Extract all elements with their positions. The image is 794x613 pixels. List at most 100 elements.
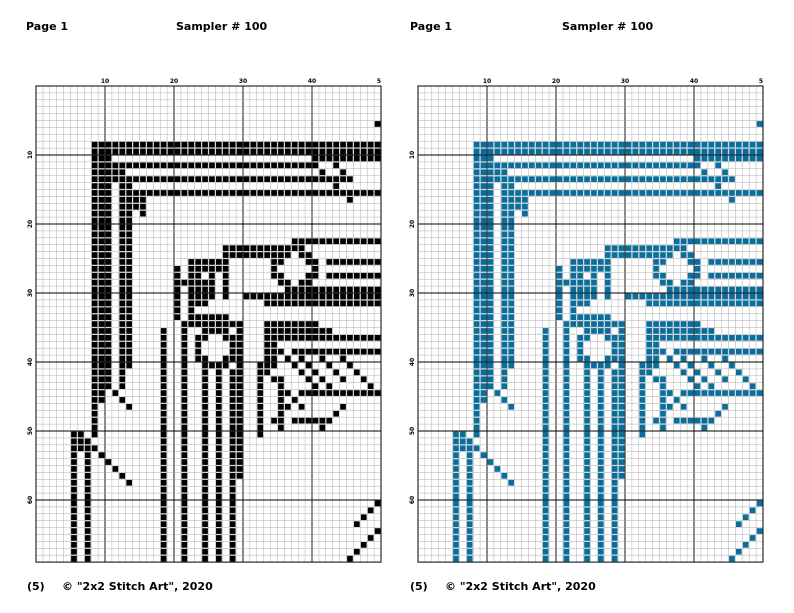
left-stitch-cell bbox=[271, 266, 277, 272]
left-stitch-cell bbox=[119, 272, 126, 279]
right-stitch-cell bbox=[542, 376, 549, 383]
left-stitch-cell bbox=[181, 376, 188, 383]
right-stitch-cell bbox=[611, 486, 618, 493]
left-stitch-cell bbox=[126, 286, 132, 293]
left-stitch-cell bbox=[202, 431, 208, 438]
right-stitch-cell bbox=[660, 383, 666, 389]
left-stitch-cell bbox=[216, 321, 222, 327]
right-stitch-cell bbox=[598, 548, 604, 555]
right-stitch-cell bbox=[501, 369, 508, 376]
right-col-tick-label: 30 bbox=[621, 78, 629, 85]
right-stitch-cell bbox=[542, 341, 549, 348]
right-stitch-cell bbox=[563, 528, 570, 534]
left-stitch-cell bbox=[319, 293, 326, 300]
right-stitch-cell bbox=[522, 210, 528, 217]
left-stitch-cell bbox=[360, 542, 367, 548]
left-stitch-cell bbox=[140, 210, 146, 217]
right-stitch-cell bbox=[604, 259, 611, 265]
right-stitch-cell bbox=[618, 176, 625, 182]
left-stitch-cell bbox=[181, 348, 188, 355]
left-stitch-cell bbox=[195, 266, 201, 272]
right-stitch-cell bbox=[618, 148, 625, 155]
left-stitch-cell bbox=[305, 348, 312, 355]
right-stitch-cell bbox=[715, 238, 721, 245]
left-stitch-cell bbox=[195, 190, 201, 196]
right-stitch-cell bbox=[604, 252, 611, 258]
right-stitch-cell bbox=[480, 328, 487, 334]
right-stitch-cell bbox=[535, 190, 542, 196]
left-stitch-cell bbox=[319, 169, 326, 176]
left-stitch-cell bbox=[98, 452, 105, 458]
left-stitch-cell bbox=[71, 486, 77, 493]
left-stitch-cell bbox=[91, 397, 98, 403]
left-stitch-cell bbox=[229, 348, 236, 355]
right-stitch-cell bbox=[736, 148, 742, 155]
left-stitch-cell bbox=[147, 148, 153, 155]
left-stitch-cell bbox=[333, 162, 339, 169]
right-stitch-cell bbox=[660, 335, 666, 341]
left-stitch-cell bbox=[333, 293, 339, 300]
left-stitch-cell bbox=[319, 417, 326, 424]
left-stitch-cell bbox=[278, 293, 284, 300]
left-stitch-cell bbox=[312, 155, 319, 162]
right-stitch-cell bbox=[542, 486, 549, 493]
right-stitch-cell bbox=[466, 542, 473, 548]
right-stitch-cell bbox=[494, 141, 501, 148]
right-stitch-cell bbox=[584, 548, 590, 555]
left-stitch-cell bbox=[298, 190, 305, 196]
right-stitch-cell bbox=[584, 321, 590, 327]
left-stitch-cell bbox=[119, 341, 126, 348]
right-stitch-cell bbox=[508, 210, 514, 217]
right-stitch-cell bbox=[736, 155, 742, 162]
left-stitch-cell bbox=[264, 252, 270, 258]
left-stitch-cell bbox=[71, 479, 77, 486]
right-stitch-cell bbox=[611, 445, 618, 452]
right-stitch-cell bbox=[694, 176, 701, 182]
left-row-tick-label: 50 bbox=[27, 427, 34, 435]
right-stitch-cell bbox=[466, 521, 473, 527]
left-stitch-cell bbox=[298, 355, 305, 362]
left-stitch-cell bbox=[229, 162, 236, 169]
right-stitch-cell bbox=[563, 335, 570, 341]
right-stitch-cell bbox=[749, 293, 756, 300]
left-stitch-cell bbox=[98, 162, 105, 169]
left-stitch-cell bbox=[98, 252, 105, 258]
left-stitch-cell bbox=[340, 335, 346, 341]
left-stitch-cell bbox=[229, 245, 236, 251]
left-stitch-cell bbox=[229, 452, 236, 458]
left-stitch-cell bbox=[319, 328, 326, 334]
left-stitch-cell bbox=[291, 362, 298, 369]
right-stitch-cell bbox=[736, 272, 742, 279]
left-stitch-cell bbox=[216, 473, 222, 479]
left-stitch-cell bbox=[160, 459, 167, 465]
right-stitch-cell bbox=[611, 548, 618, 555]
left-stitch-cell bbox=[243, 141, 250, 148]
right-stitch-cell bbox=[501, 348, 508, 355]
left-stitch-cell bbox=[202, 404, 208, 410]
right-stitch-cell bbox=[598, 424, 604, 431]
right-stitch-cell bbox=[667, 279, 673, 286]
left-stitch-cell bbox=[91, 286, 98, 293]
left-stitch-cell bbox=[340, 169, 346, 176]
right-stitch-cell bbox=[584, 514, 590, 521]
left-stitch-cell bbox=[264, 176, 270, 182]
left-stitch-cell bbox=[229, 252, 236, 258]
right-stitch-cell bbox=[480, 355, 487, 362]
left-stitch-cell bbox=[91, 190, 98, 196]
left-stitch-cell bbox=[367, 238, 374, 245]
left-col-tick-label: 20 bbox=[170, 78, 178, 85]
left-stitch-cell bbox=[354, 272, 360, 279]
right-stitch-cell bbox=[722, 148, 728, 155]
right-stitch-cell bbox=[501, 203, 508, 210]
right-stitch-cell bbox=[611, 459, 618, 465]
right-stitch-cell bbox=[729, 335, 735, 341]
left-stitch-cell bbox=[174, 176, 181, 182]
left-stitch-cell bbox=[319, 238, 326, 245]
left-stitch-cell bbox=[105, 197, 112, 203]
left-stitch-cell bbox=[222, 293, 229, 300]
left-stitch-cell bbox=[312, 321, 319, 327]
left-stitch-cell bbox=[354, 238, 360, 245]
right-stitch-cell bbox=[749, 238, 756, 245]
right-stitch-cell bbox=[577, 300, 583, 307]
left-stitch-cell bbox=[229, 404, 236, 410]
